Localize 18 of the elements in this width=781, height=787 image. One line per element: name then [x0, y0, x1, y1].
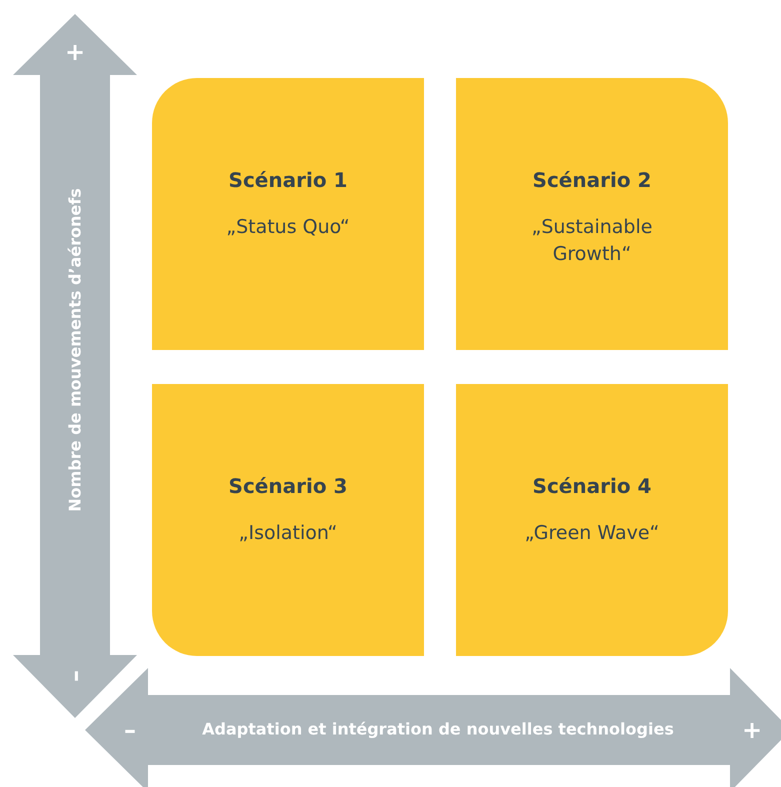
scenario-name: „Green Wave“ [524, 521, 660, 546]
scenario-name: „Isolation“ [238, 521, 338, 546]
scenario-name: „Status Quo“ [226, 215, 350, 240]
scenario-box [456, 384, 728, 656]
axis-label: – [124, 716, 136, 744]
scenario-title: Scénario 2 [532, 168, 652, 192]
axis-label: + [742, 716, 762, 744]
scenario-title: Scénario 3 [228, 474, 348, 498]
axis-label: + [64, 38, 86, 66]
scenario-name: „Sustainable Growth“ [530, 215, 654, 267]
axis-label: – [61, 670, 89, 682]
scenario-box [152, 384, 424, 656]
scenario-box [152, 78, 424, 350]
scenario-box [456, 78, 728, 350]
scenario-title: Scénario 1 [228, 168, 348, 192]
axis-label: Nombre de mouvements d’aéronefs [66, 188, 84, 512]
axis-label: Adaptation et intégration de nouvelles technologies [202, 720, 674, 738]
scenario-title: Scénario 4 [532, 474, 652, 498]
